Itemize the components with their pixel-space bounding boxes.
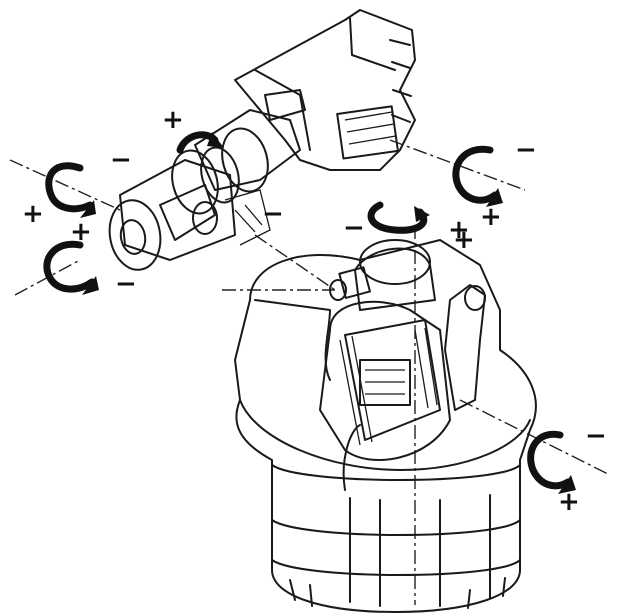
- wrist-plus-label: +: [162, 105, 184, 135]
- axis-lines: [9, 139, 611, 605]
- axis5-plus-label: +: [70, 217, 92, 247]
- axis3-plus-label: +: [480, 202, 502, 232]
- axis5-rotation-arrow: [43, 240, 99, 295]
- axis3-minus-label: −: [515, 135, 537, 165]
- axis5-minus-label: −: [115, 269, 137, 299]
- axis1-rotation-arrow: [367, 201, 430, 234]
- axis4-plus-label: +: [453, 225, 475, 255]
- wrist-minus-label: −: [262, 199, 284, 229]
- axis6-minus-label: −: [110, 145, 132, 175]
- axis2-plus-label: +: [558, 487, 580, 517]
- robot-base: [234, 239, 537, 613]
- axis6-plus-label: +: [22, 199, 44, 229]
- axis1-plus-label: +: [448, 215, 470, 245]
- axis2-rotation-arrow: [527, 430, 576, 494]
- axis1-minus-label: −: [343, 213, 365, 243]
- axis2-minus-label: −: [585, 421, 607, 451]
- rotation-arrows: [43, 131, 576, 494]
- axis3-rotation-arrow: [452, 145, 503, 207]
- upper-arm: [108, 9, 416, 271]
- direction-labels: + − + − + − + − + − + − +: [22, 105, 607, 517]
- axis6-rotation-arrow: [45, 162, 96, 218]
- wrist-rotation-arrow: [176, 131, 224, 154]
